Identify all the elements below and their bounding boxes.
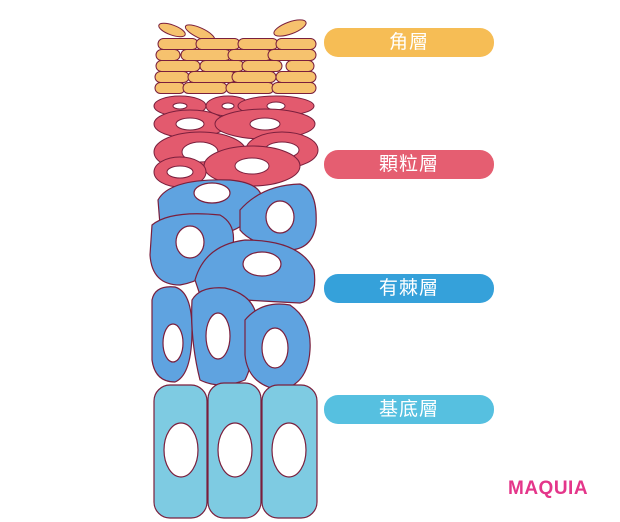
horny-cell — [155, 49, 181, 61]
label-spinous-layer: ゆうきょく 有棘層 — [324, 267, 494, 303]
horny-cell — [225, 82, 275, 94]
cell-nucleus — [162, 323, 184, 363]
cell-nucleus — [234, 157, 270, 175]
horny-cell — [199, 60, 245, 72]
horny-cell — [187, 71, 237, 83]
label-basal-layer: 基底層 — [324, 395, 494, 424]
horny-cell — [154, 71, 190, 83]
maquia-logo: MAQUIA — [508, 478, 589, 499]
horny-cell — [275, 38, 317, 50]
horny-cell — [271, 82, 317, 94]
cell-nucleus — [205, 312, 231, 360]
horny-layer-cells — [154, 19, 317, 94]
spinous-reading: ゆうきょく — [386, 267, 432, 274]
spinous-label-text: 有棘層 — [378, 277, 439, 299]
horny-cell — [275, 71, 317, 83]
label-horny-layer: 角層 — [324, 28, 494, 57]
cell-nucleus — [217, 422, 253, 478]
horny-cell — [182, 82, 228, 94]
horny-cell — [241, 60, 283, 72]
cell-nucleus — [166, 165, 194, 179]
cell-nucleus — [242, 251, 282, 277]
cell-nucleus — [175, 117, 205, 131]
cell-nucleus — [175, 225, 205, 259]
cell-nucleus — [271, 422, 307, 478]
horny-cell — [195, 38, 241, 50]
cell-nucleus — [249, 117, 281, 131]
horny-cell — [227, 49, 273, 61]
label-granular-layer: 顆粒層 — [324, 150, 494, 179]
cell-nucleus — [193, 182, 231, 204]
cell-nucleus — [265, 200, 295, 234]
horny-cell — [237, 38, 279, 50]
basal-layer-cells — [153, 382, 318, 519]
horny-cell — [231, 71, 277, 83]
horny-cell — [285, 60, 315, 72]
cell-nucleus — [221, 102, 235, 110]
cell-nucleus — [261, 327, 289, 369]
cell-nucleus — [163, 422, 199, 478]
horny-cell — [157, 38, 199, 50]
cell-nucleus — [172, 102, 188, 110]
spinous-layer-cells — [149, 179, 317, 391]
horny-cell — [154, 82, 186, 94]
horny-cell — [267, 49, 317, 61]
horny-cell — [155, 60, 201, 72]
granular-layer-cells — [153, 95, 319, 188]
horny-cell — [180, 49, 232, 61]
